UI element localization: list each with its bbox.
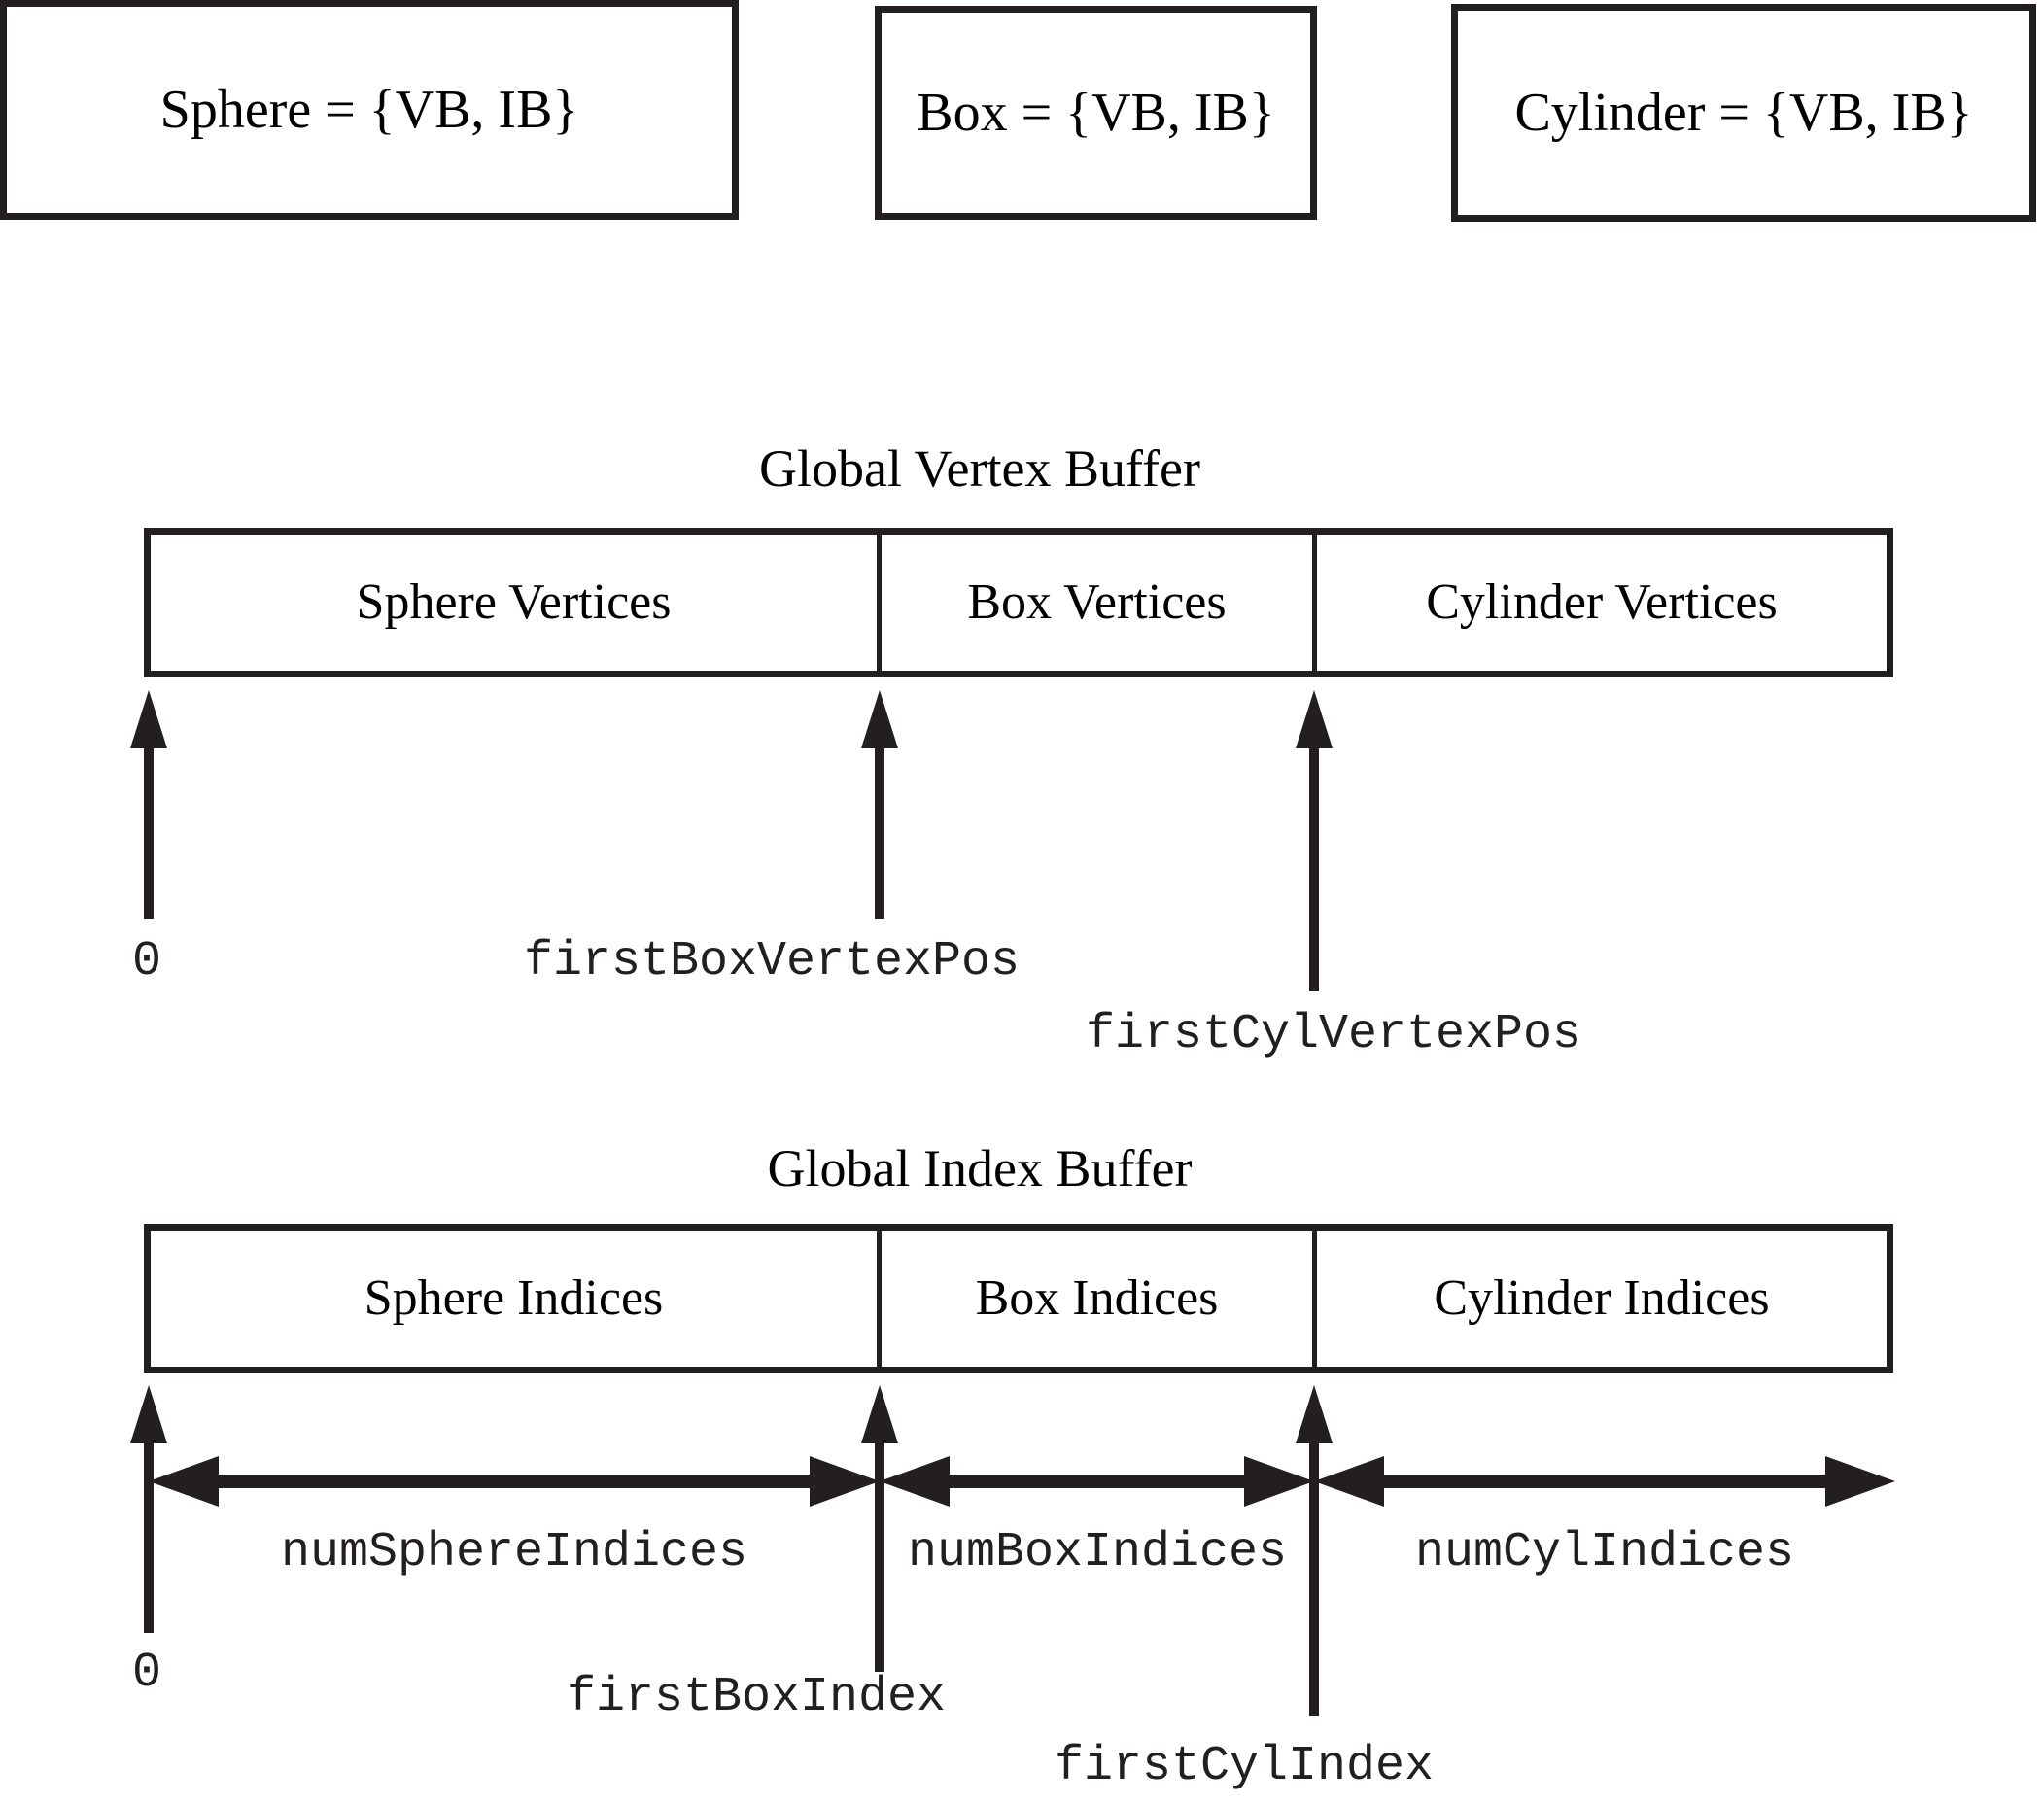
vertex-segment-box: Box Vertices xyxy=(882,535,1317,671)
index-segment-sphere-label: Sphere Indices xyxy=(364,1270,664,1326)
index-span-label-cyl: numCylIndices xyxy=(1414,1525,1795,1580)
vertex-marker-label-first-cyl: firstCylVertexPos xyxy=(1085,1007,1582,1062)
mesh-box-box-label: Box = {VB, IB} xyxy=(917,83,1275,143)
index-segment-sphere: Sphere Indices xyxy=(151,1231,882,1367)
index-span-label-box: numBoxIndices xyxy=(907,1525,1288,1580)
index-marker-label-first-box: firstBoxIndex xyxy=(566,1670,947,1725)
mesh-box-cylinder-label: Cylinder = {VB, IB} xyxy=(1514,83,1973,143)
index-span-label-sphere: numSphereIndices xyxy=(280,1525,748,1580)
index-segment-box-label: Box Indices xyxy=(975,1270,1219,1326)
vertex-segment-cylinder: Cylinder Vertices xyxy=(1317,535,1887,671)
mesh-box-box: Box = {VB, IB} xyxy=(875,6,1317,220)
index-marker-label-first-cyl: firstCylIndex xyxy=(1054,1739,1435,1794)
mesh-box-sphere-label: Sphere = {VB, IB} xyxy=(159,80,579,140)
vertex-segment-sphere-label: Sphere Vertices xyxy=(356,574,672,630)
index-segment-box: Box Indices xyxy=(882,1231,1317,1367)
global-vertex-buffer-title: Global Vertex Buffer xyxy=(759,439,1200,498)
mesh-box-sphere: Sphere = {VB, IB} xyxy=(0,0,739,220)
vertex-marker-label-zero: 0 xyxy=(132,934,162,989)
index-segment-cylinder-label: Cylinder Indices xyxy=(1434,1270,1770,1326)
global-index-buffer-strip: Sphere Indices Box Indices Cylinder Indi… xyxy=(144,1224,1893,1373)
index-marker-label-zero: 0 xyxy=(132,1646,162,1701)
index-segment-cylinder: Cylinder Indices xyxy=(1317,1231,1887,1367)
vertex-segment-box-label: Box Vertices xyxy=(967,574,1227,630)
mesh-box-cylinder: Cylinder = {VB, IB} xyxy=(1451,4,2036,222)
vertex-segment-cylinder-label: Cylinder Vertices xyxy=(1426,574,1778,630)
vertex-segment-sphere: Sphere Vertices xyxy=(151,535,882,671)
global-vertex-buffer-strip: Sphere Vertices Box Vertices Cylinder Ve… xyxy=(144,528,1893,677)
global-index-buffer-title: Global Index Buffer xyxy=(767,1139,1193,1198)
vertex-marker-label-first-box: firstBoxVertexPos xyxy=(523,934,1021,989)
